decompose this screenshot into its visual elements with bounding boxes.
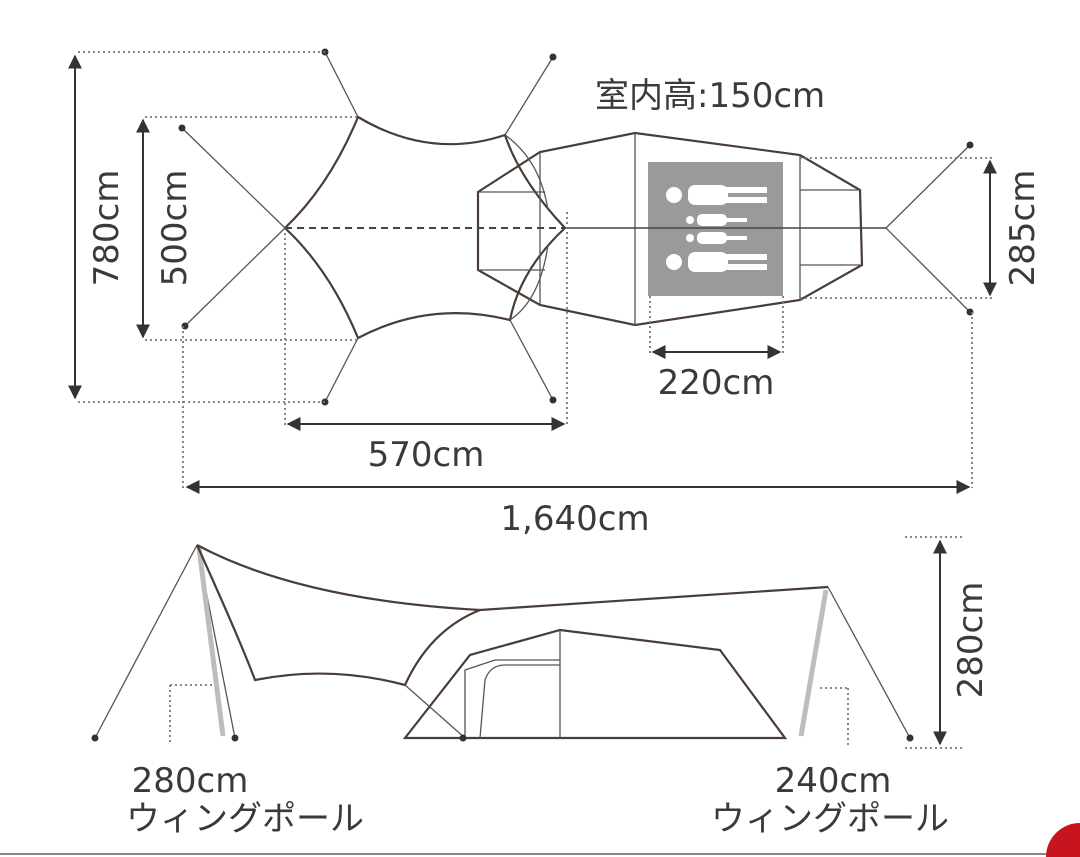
total-width-label: 780cm: [87, 170, 127, 287]
side-peg-dots: [91, 734, 914, 742]
people-lying-icon: [666, 185, 767, 272]
height-label: 280cm: [951, 582, 991, 699]
side-view: 280cm 280cm ウィングポール 240cm ウィングポール: [91, 536, 991, 839]
tent-width-label: 285cm: [1003, 170, 1043, 287]
side-tent-outline: [402, 628, 788, 740]
bedroom-area: [648, 162, 783, 296]
side-extension-lines: [169, 536, 965, 749]
side-tent-lines: [404, 630, 561, 739]
dimension-extension-lines: [78, 51, 992, 488]
tent-outline: [476, 131, 864, 327]
side-tarp-outline: [195, 544, 829, 687]
right-pole-label: ウィングポール: [711, 799, 949, 839]
guy-lines: [181, 51, 971, 403]
left-pole-length: 280cm: [132, 761, 249, 801]
top-view: 室内高:150cm 780cm 500cm 285cm 570cm 1,640c…: [68, 48, 1043, 539]
dimension-arrows: [68, 54, 997, 494]
peg-dots: [178, 48, 974, 406]
accent-mark: [1046, 823, 1080, 857]
tarp-width-label: 500cm: [155, 170, 195, 287]
interior-height-label: 室内高:150cm: [595, 76, 825, 116]
total-length-label: 1,640cm: [500, 499, 649, 539]
wing-poles: [196, 547, 829, 737]
right-pole-length: 240cm: [775, 761, 892, 801]
tarp-length-label: 570cm: [368, 435, 485, 475]
left-pole-label: ウィングポール: [126, 799, 364, 839]
inner-length-label: 220cm: [658, 363, 775, 403]
